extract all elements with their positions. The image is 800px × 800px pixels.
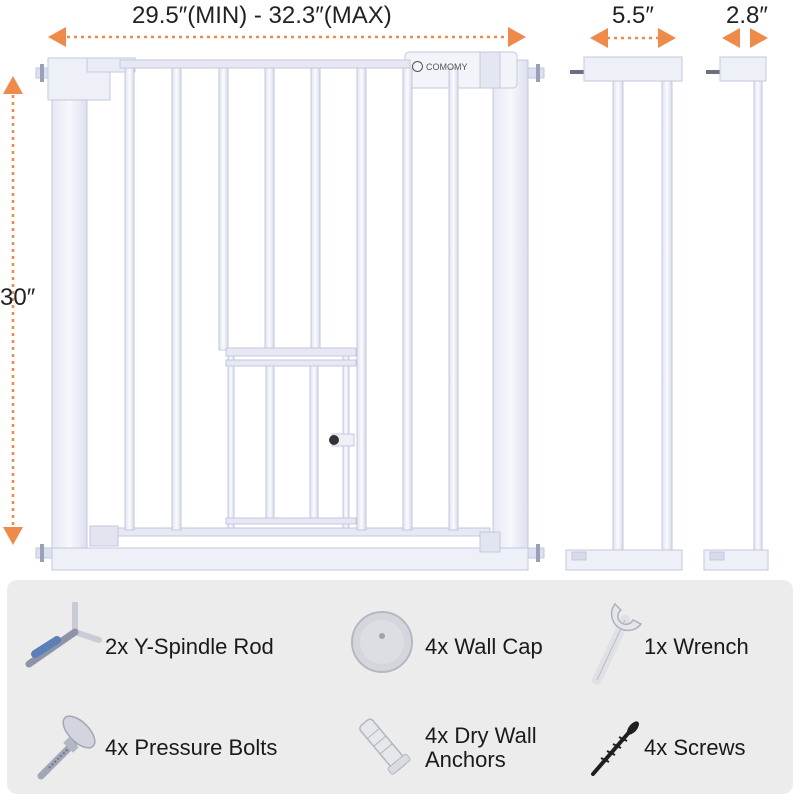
gate-width-label: 29.5″(MIN) - 32.3″(MAX) xyxy=(132,2,392,29)
included-parts-panel: 2x Y-Spindle Rod 4x Wall Cap 1x Wrench 4… xyxy=(7,580,793,794)
part-label: 1x Wrench xyxy=(644,634,749,659)
brand-name: COMOMY xyxy=(426,61,468,72)
brand-logo-icon xyxy=(412,61,423,72)
extension-large-arrow xyxy=(590,28,676,48)
extension-large-illustration xyxy=(565,56,683,571)
wrench-icon xyxy=(592,602,643,685)
part-wrench: 1x Wrench xyxy=(644,635,749,659)
part-pressure-bolts: 4x Pressure Bolts xyxy=(105,736,277,760)
part-dry-wall-anchors: 4x Dry Wall Anchors xyxy=(425,724,595,772)
part-wall-cap: 4x Wall Cap xyxy=(425,635,543,659)
gate-height-label: 30″ xyxy=(0,284,36,311)
extension-small-illustration xyxy=(703,56,769,571)
extension-large-label: 5.5″ xyxy=(612,2,654,29)
gate-illustration xyxy=(3,27,769,571)
part-screws: 4x Screws xyxy=(644,736,745,760)
height-dimension-arrow xyxy=(3,76,23,545)
brand-logo: COMOMY xyxy=(412,61,468,72)
main-gate xyxy=(35,51,545,571)
part-label: 4x Pressure Bolts xyxy=(105,735,278,760)
part-label: 4x Wall Cap xyxy=(425,634,543,659)
extension-small-arrow xyxy=(722,28,768,48)
width-dimension-arrow xyxy=(48,27,526,47)
dry-wall-anchor-icon xyxy=(359,718,411,775)
part-label: 4x Screws xyxy=(644,735,746,760)
wall-cap-icon xyxy=(351,611,413,673)
screw-icon xyxy=(591,721,639,776)
part-label: 2x Y-Spindle Rod xyxy=(105,634,274,659)
part-y-spindle-rod: 2x Y-Spindle Rod xyxy=(105,635,274,659)
pressure-bolt-icon xyxy=(37,715,96,780)
part-label: 4x Dry Wall Anchors xyxy=(425,723,537,772)
y-spindle-rod-icon xyxy=(25,602,102,668)
extension-small-label: 2.8″ xyxy=(726,2,768,29)
